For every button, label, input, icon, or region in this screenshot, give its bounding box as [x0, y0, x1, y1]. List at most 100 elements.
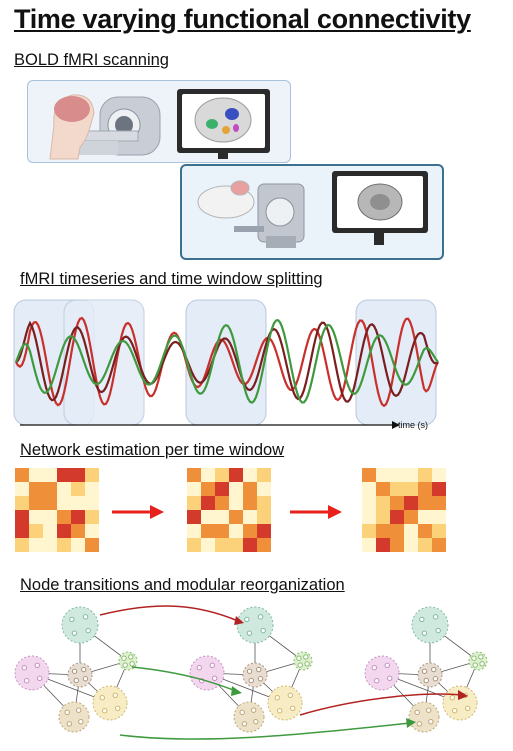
matrix-cell: [71, 482, 85, 496]
matrix-cell: [57, 538, 71, 552]
human-scan-monitor: [177, 89, 270, 153]
network-node: [256, 666, 262, 673]
matrix-cell: [29, 468, 43, 482]
matrix-cell: [362, 524, 376, 538]
matrix-cell: [43, 524, 57, 538]
time-window-2: [63, 299, 145, 426]
matrix-cell: [187, 510, 201, 524]
transition-arrow-red-1: [99, 605, 239, 622]
matrix-cell: [390, 538, 404, 552]
matrix-cell: [243, 538, 257, 552]
network-node: [75, 707, 82, 713]
matrix-cell: [229, 482, 243, 496]
network-node: [304, 661, 310, 667]
network-node: [419, 616, 425, 623]
network-node: [290, 705, 296, 711]
network-node: [129, 661, 135, 667]
network-3: [364, 606, 488, 733]
network-node: [71, 630, 78, 636]
matrix-cell: [243, 468, 257, 482]
matrix-cell: [390, 468, 404, 482]
network-module: [14, 655, 50, 691]
matrix-cell: [418, 468, 432, 482]
network-node: [277, 708, 283, 714]
matrix-cell: [85, 496, 99, 510]
network-module: [233, 701, 265, 733]
matrix-cell: [215, 482, 229, 496]
matrix-cell: [85, 510, 99, 524]
matrix-cell: [432, 510, 446, 524]
network-node: [209, 662, 215, 668]
matrix-cell: [201, 468, 215, 482]
matrix-cell: [215, 538, 229, 552]
network-node: [115, 705, 121, 711]
matrix-cell: [390, 482, 404, 496]
timeseries-red: [15, 316, 439, 408]
matrix-cell: [362, 482, 376, 496]
network-node: [421, 630, 428, 636]
matrix-cell: [15, 482, 29, 496]
network-node: [387, 675, 393, 681]
matrix-cell: [404, 510, 418, 524]
network-node: [431, 666, 437, 673]
matrix-cell: [390, 496, 404, 510]
network-module: [408, 701, 440, 733]
rodent-scan-monitor: [332, 171, 428, 233]
network-node: [66, 721, 73, 727]
network-node: [128, 654, 134, 660]
network-module: [293, 651, 313, 671]
network-node: [371, 665, 377, 671]
matrix-cell: [71, 468, 85, 482]
matrix-cell: [418, 482, 432, 496]
network-node: [421, 668, 428, 674]
page-title: Time varying functional connectivity: [14, 4, 471, 34]
matrix-cell: [390, 510, 404, 524]
network-node: [478, 654, 484, 660]
section-title-bold: BOLD fMRI scanning: [14, 51, 169, 69]
network-node: [471, 655, 477, 661]
section-title-network: Network estimation per time window: [20, 441, 285, 459]
matrix-cell: [376, 538, 390, 552]
modular-networks: [14, 605, 488, 740]
matrix-cell: [29, 538, 43, 552]
rodent-scan-panel: [180, 164, 444, 260]
network-node: [37, 675, 43, 681]
matrix-cell: [43, 510, 57, 524]
rodent-scanner-illustration: [197, 180, 305, 248]
rodent-brain-slice-image: [357, 183, 403, 221]
network-node: [212, 675, 218, 681]
network-node: [414, 709, 420, 716]
matrix-cell: [257, 510, 271, 524]
matrix-cell: [432, 538, 446, 552]
matrix-cell: [201, 496, 215, 510]
matrix-cell: [404, 482, 418, 496]
network-node: [257, 614, 264, 620]
matrix-cell: [201, 510, 215, 524]
network-module: [468, 651, 488, 671]
matrix-cell: [362, 496, 376, 510]
matrix-cell: [362, 538, 376, 552]
network-node: [465, 705, 471, 711]
network-node: [122, 662, 128, 668]
matrix-cell: [43, 538, 57, 552]
network-node: [374, 678, 380, 684]
network-module: [189, 655, 225, 691]
matrix-cell: [215, 468, 229, 482]
network-node: [81, 666, 87, 673]
time-axis-label: time (s): [398, 420, 428, 430]
matrix-cell: [362, 468, 376, 482]
network-node: [196, 665, 202, 671]
matrix-cell: [243, 482, 257, 496]
network-node: [248, 677, 254, 684]
human-scanner-illustration: [49, 94, 161, 160]
network-1: [14, 606, 138, 733]
matrix-cell: [229, 538, 243, 552]
matrix-cell: [57, 510, 71, 524]
network-node: [274, 695, 280, 701]
network-node: [423, 677, 429, 684]
matrix-cell: [85, 482, 99, 496]
matrix-cell: [404, 524, 418, 538]
matrix-cell: [71, 510, 85, 524]
network-2: [189, 606, 313, 733]
connectivity-matrix-2: [187, 468, 271, 552]
